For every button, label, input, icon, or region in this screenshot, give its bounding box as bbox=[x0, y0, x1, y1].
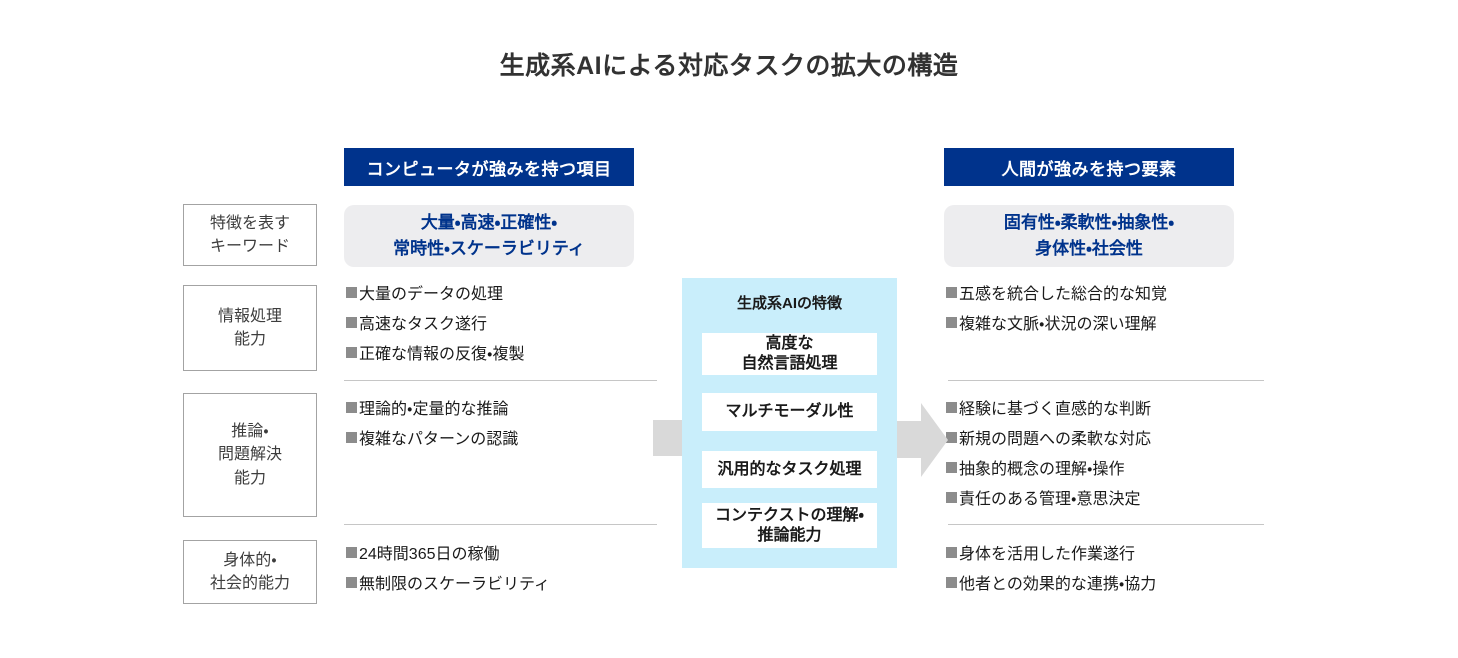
bullet-square-icon bbox=[346, 286, 357, 298]
list-item: 理論的・定量的な推論 bbox=[346, 392, 646, 422]
divider bbox=[344, 524, 657, 525]
divider bbox=[344, 380, 657, 381]
bullet-square-icon bbox=[946, 286, 957, 298]
list-item: 複雑なパターンの認識 bbox=[346, 422, 646, 452]
list-item-label: 正確な情報の反復・複製 bbox=[359, 346, 525, 363]
list-item-label: 無制限のスケーラビリティ bbox=[359, 576, 551, 593]
bullet-square-icon bbox=[346, 316, 357, 328]
list-item-label: 新規の問題への柔軟な対応 bbox=[959, 431, 1152, 448]
arrow-right-head-icon bbox=[921, 403, 948, 477]
arrow-right-icon bbox=[893, 421, 922, 458]
list-item-label: 他者との効果的な連携・協力 bbox=[959, 576, 1157, 593]
row-label-keywords: 特徴を表す キーワード bbox=[183, 204, 317, 266]
list-item-label: 身体を活用した作業遂行 bbox=[959, 546, 1136, 563]
human-section-reasoning: 経験に基づく直感的な判断 新規の問題への柔軟な対応 抽象的概念の理解・操作 責任… bbox=[946, 392, 1246, 512]
bullet-square-icon bbox=[946, 401, 957, 413]
row-label-reasoning: 推論・ 問題解決 能力 bbox=[183, 393, 317, 517]
list-item-label: 24時間365日の稼働 bbox=[359, 546, 500, 563]
list-item: 複雑な文脈・状況の深い理解 bbox=[946, 307, 1246, 337]
list-item-label: 五感を統合した総合的な知覚 bbox=[959, 286, 1168, 303]
human-section-physical-social: 身体を活用した作業遂行 他者との効果的な連携・協力 bbox=[946, 537, 1246, 597]
list-item: 他者との効果的な連携・協力 bbox=[946, 567, 1246, 597]
list-item-label: 責任のある管理・意思決定 bbox=[959, 491, 1141, 508]
list-item-label: 経験に基づく直感的な判断 bbox=[959, 401, 1152, 418]
human-column-header: 人間が強みを持つ要素 bbox=[944, 148, 1234, 186]
list-item: 五感を統合した総合的な知覚 bbox=[946, 277, 1246, 307]
list-item: 経験に基づく直感的な判断 bbox=[946, 392, 1246, 422]
list-item-label: 高速なタスク遂行 bbox=[359, 316, 488, 333]
bullet-square-icon bbox=[346, 576, 357, 588]
divider bbox=[948, 524, 1264, 525]
computer-keywords-box: 大量・高速・正確性・ 常時性・スケーラビリティ bbox=[344, 205, 634, 267]
list-item: 身体を活用した作業遂行 bbox=[946, 537, 1246, 567]
ai-feature-general-task: 汎用的なタスク処理 bbox=[702, 451, 877, 488]
computer-section-info-processing: 大量のデータの処理 高速なタスク遂行 正確な情報の反復・複製 bbox=[346, 277, 646, 367]
bullet-square-icon bbox=[946, 491, 957, 503]
bullet-square-icon bbox=[346, 431, 357, 443]
human-keywords-box: 固有性・柔軟性・抽象性・ 身体性・社会性 bbox=[944, 205, 1234, 267]
bullet-square-icon bbox=[946, 576, 957, 588]
bullet-square-icon bbox=[946, 461, 957, 473]
list-item: 大量のデータの処理 bbox=[346, 277, 646, 307]
bullet-square-icon bbox=[346, 401, 357, 413]
list-item: 責任のある管理・意思決定 bbox=[946, 482, 1246, 512]
list-item-label: 抽象的概念の理解・操作 bbox=[959, 461, 1125, 478]
computer-section-reasoning: 理論的・定量的な推論 複雑なパターンの認識 bbox=[346, 392, 646, 452]
list-item: 無制限のスケーラビリティ bbox=[346, 567, 646, 597]
list-item-label: 大量のデータの処理 bbox=[359, 286, 504, 303]
page-title: 生成系AIによる対応タスクの拡大の構造 bbox=[499, 52, 959, 80]
bullet-square-icon bbox=[946, 316, 957, 328]
bullet-square-icon bbox=[946, 546, 957, 558]
generative-ai-title: 生成系AIの特徴 bbox=[736, 294, 842, 312]
row-label-physical-social: 身体的・ 社会的能力 bbox=[183, 540, 317, 604]
list-item-label: 理論的・定量的な推論 bbox=[359, 401, 509, 418]
bullet-square-icon bbox=[346, 546, 357, 558]
list-item: 高速なタスク遂行 bbox=[346, 307, 646, 337]
list-item: 24時間365日の稼働 bbox=[346, 537, 646, 567]
ai-feature-context-reasoning: コンテクストの理解・ 推論能力 bbox=[702, 503, 877, 548]
divider bbox=[948, 380, 1264, 381]
list-item: 抽象的概念の理解・操作 bbox=[946, 452, 1246, 482]
list-item-label: 複雑な文脈・状況の深い理解 bbox=[959, 316, 1157, 333]
ai-feature-nlp: 高度な 自然言語処理 bbox=[702, 333, 877, 375]
human-section-info-processing: 五感を統合した総合的な知覚 複雑な文脈・状況の深い理解 bbox=[946, 277, 1246, 337]
bullet-square-icon bbox=[346, 346, 357, 358]
list-item: 正確な情報の反復・複製 bbox=[346, 337, 646, 367]
list-item-label: 複雑なパターンの認識 bbox=[359, 431, 519, 448]
list-item: 新規の問題への柔軟な対応 bbox=[946, 422, 1246, 452]
arrow-right-icon bbox=[653, 420, 684, 456]
computer-section-physical-social: 24時間365日の稼働 無制限のスケーラビリティ bbox=[346, 537, 646, 597]
ai-feature-multimodal: マルチモーダル性 bbox=[702, 393, 877, 431]
row-label-info-processing: 情報処理 能力 bbox=[183, 285, 317, 371]
generative-ai-panel: 生成系AIの特徴 高度な 自然言語処理 マルチモーダル性 汎用的なタスク処理 コ… bbox=[682, 278, 897, 568]
bullet-square-icon bbox=[946, 431, 957, 443]
computer-column-header: コンピュータが強みを持つ項目 bbox=[344, 148, 634, 186]
